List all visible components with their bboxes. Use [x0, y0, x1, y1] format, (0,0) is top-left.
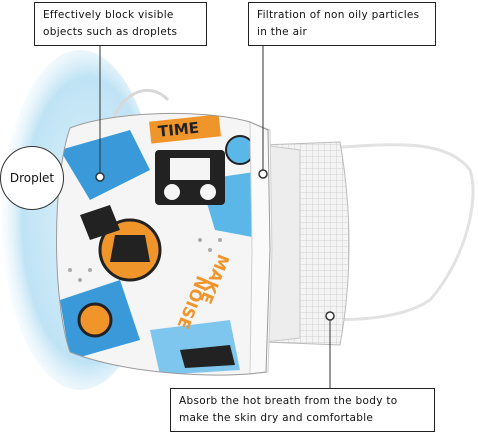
printed-panel: TIME MAKE NOISE — [56, 113, 270, 376]
print-text-time: TIME — [157, 119, 200, 141]
callout-text-block-droplets: Effectively block visible objects such a… — [43, 9, 178, 38]
callout-absorb-breath: Absorb the hot breath from the body to m… — [170, 388, 435, 432]
droplet-badge: Droplet — [0, 146, 64, 210]
ear-loop-right — [299, 143, 475, 322]
callout-text-absorb-breath: Absorb the hot breath from the body to m… — [179, 395, 398, 424]
droplet-label: Droplet — [9, 171, 55, 185]
callout-filtration: Filtration of non oily particles in the … — [248, 2, 436, 46]
callout-text-filtration: Filtration of non oily particles in the … — [257, 9, 420, 38]
mask-edge — [249, 121, 273, 375]
callout-block-droplets: Effectively block visible objects such a… — [34, 2, 207, 46]
